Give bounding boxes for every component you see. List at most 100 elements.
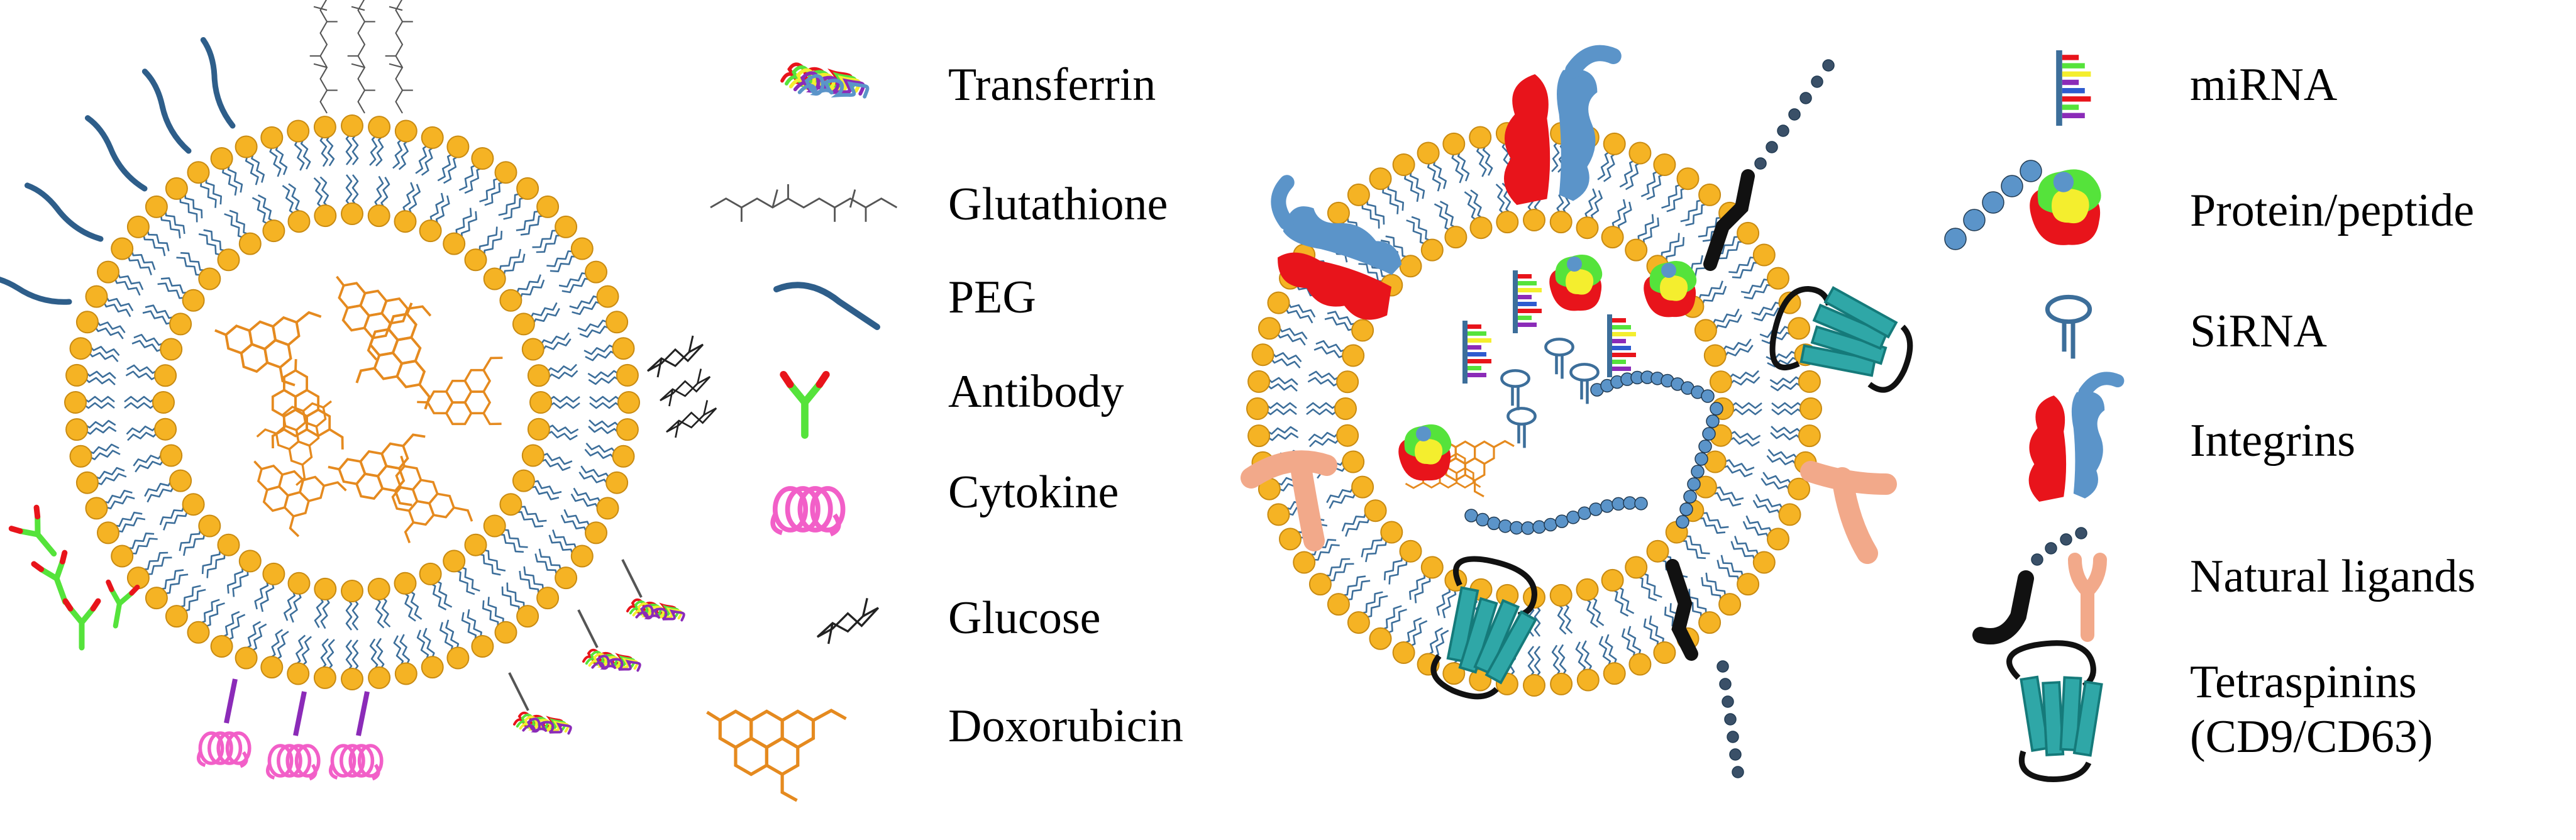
lipid-head-outer [1523, 674, 1545, 697]
hairpin-stem [2062, 319, 2076, 359]
linker [356, 691, 370, 736]
protein-yellow [2052, 189, 2089, 224]
bead [1729, 748, 1742, 761]
integrin-dimer [1504, 45, 1622, 205]
liposome-left [64, 114, 640, 690]
doxorubicin-icon [706, 709, 847, 802]
integrin-beta [1283, 206, 1402, 275]
lipid-head-outer [111, 237, 134, 260]
base-pair [1518, 281, 1537, 285]
side-chain [256, 428, 277, 438]
lipid-head-outer [1767, 267, 1789, 290]
lipid-head-outer [69, 445, 92, 468]
ligand-bead-chain [1754, 59, 1835, 170]
coil-loop [276, 744, 302, 778]
protein-strand [635, 604, 685, 622]
legend-label-tetraspanins-line1: Tetraspinins [2190, 656, 2417, 708]
side-chain [323, 481, 347, 492]
base-pair [1468, 338, 1491, 343]
transferrin-ligands [508, 559, 685, 735]
legend-label-mirna: miRNA [2190, 59, 2338, 111]
lipid-head-inner [262, 219, 285, 243]
coil-tail [770, 513, 841, 537]
glucose-ring [646, 343, 704, 372]
side-chain [482, 412, 502, 426]
ligand-black [1972, 570, 2034, 644]
glutathione-chain [385, 0, 413, 114]
lipid-head-outer [1737, 221, 1760, 245]
antigen-site [8, 526, 23, 534]
coil-tail [196, 751, 248, 768]
lipid-head-outer [97, 521, 119, 544]
side-bond [313, 6, 328, 11]
side-bond [313, 63, 328, 69]
tm-helix [2072, 680, 2103, 757]
hairpin-stem [1555, 353, 1564, 379]
lipid-head-outer [1603, 132, 1626, 155]
lipid-head-outer [260, 126, 284, 149]
hex-ring [277, 366, 314, 401]
protein-blue [1416, 426, 1431, 441]
lipid-head-inner [367, 204, 390, 228]
fc-stem [35, 531, 57, 557]
antigen-site [59, 550, 68, 565]
coil-loop [348, 744, 375, 778]
tetraspanin-protein [1769, 285, 1913, 393]
lipid-head-outer [1698, 183, 1722, 206]
glucose-bond [675, 400, 709, 438]
lipid-head-outer [145, 195, 168, 218]
side-chain [296, 464, 306, 486]
antibody-molecule [106, 579, 140, 629]
cytokine-icon [770, 486, 846, 537]
fab-arm [17, 528, 41, 538]
hairpin-loop [2045, 294, 2092, 324]
lipid-head-outer [1327, 593, 1350, 616]
fab-arm [35, 514, 41, 538]
peg-chain [141, 69, 192, 154]
antigen-site [780, 370, 794, 389]
lipid-head-outer [1308, 573, 1332, 596]
hex-ring [387, 481, 423, 517]
lipid-head-outer [85, 285, 108, 308]
protein-peptide-icon [1944, 160, 2101, 250]
ligand-salmon [2068, 553, 2107, 642]
side-chain [1473, 482, 1481, 488]
base-pair [1612, 367, 1631, 371]
glutathione-icon [710, 184, 898, 222]
lipid-head-inner [1444, 226, 1468, 249]
bead [1716, 660, 1729, 673]
legend-label-glutathione: Glutathione [948, 179, 1168, 230]
lipid-head-outer [85, 497, 108, 520]
tm-helix [1799, 344, 1877, 377]
right-legend-icons [1944, 50, 2125, 782]
bead [1777, 124, 1789, 137]
side-chain [706, 710, 721, 722]
bead [1799, 92, 1812, 104]
antigen-site [31, 561, 45, 572]
lipid-head-outer [1417, 141, 1440, 165]
lipid-head-inner [1334, 397, 1357, 420]
lipid-head-inner [198, 514, 221, 538]
lipid-head-outer [313, 666, 336, 689]
side-chain [407, 305, 432, 317]
lipid-head-outer [1752, 243, 1776, 267]
hex-ring [270, 314, 302, 348]
lipid-head-outer [368, 666, 391, 689]
peg-chain [0, 274, 72, 305]
hairpin-loop [1500, 369, 1530, 388]
lipid-head-outer [1698, 611, 1722, 634]
bead [1719, 678, 1732, 690]
lipid-head-inner [287, 210, 311, 233]
side-chain [402, 433, 426, 447]
bead [1702, 427, 1716, 441]
linker [508, 672, 529, 711]
ic-loop [2018, 750, 2092, 782]
internal-bead-chain [1676, 402, 1723, 529]
base-pair [1468, 352, 1486, 356]
linker [293, 691, 307, 736]
bead [1566, 511, 1580, 524]
bead [1687, 477, 1701, 491]
lipid-head-inner [182, 289, 205, 312]
cytokine-coil [265, 744, 321, 781]
doxorubicin-molecule [417, 356, 503, 431]
